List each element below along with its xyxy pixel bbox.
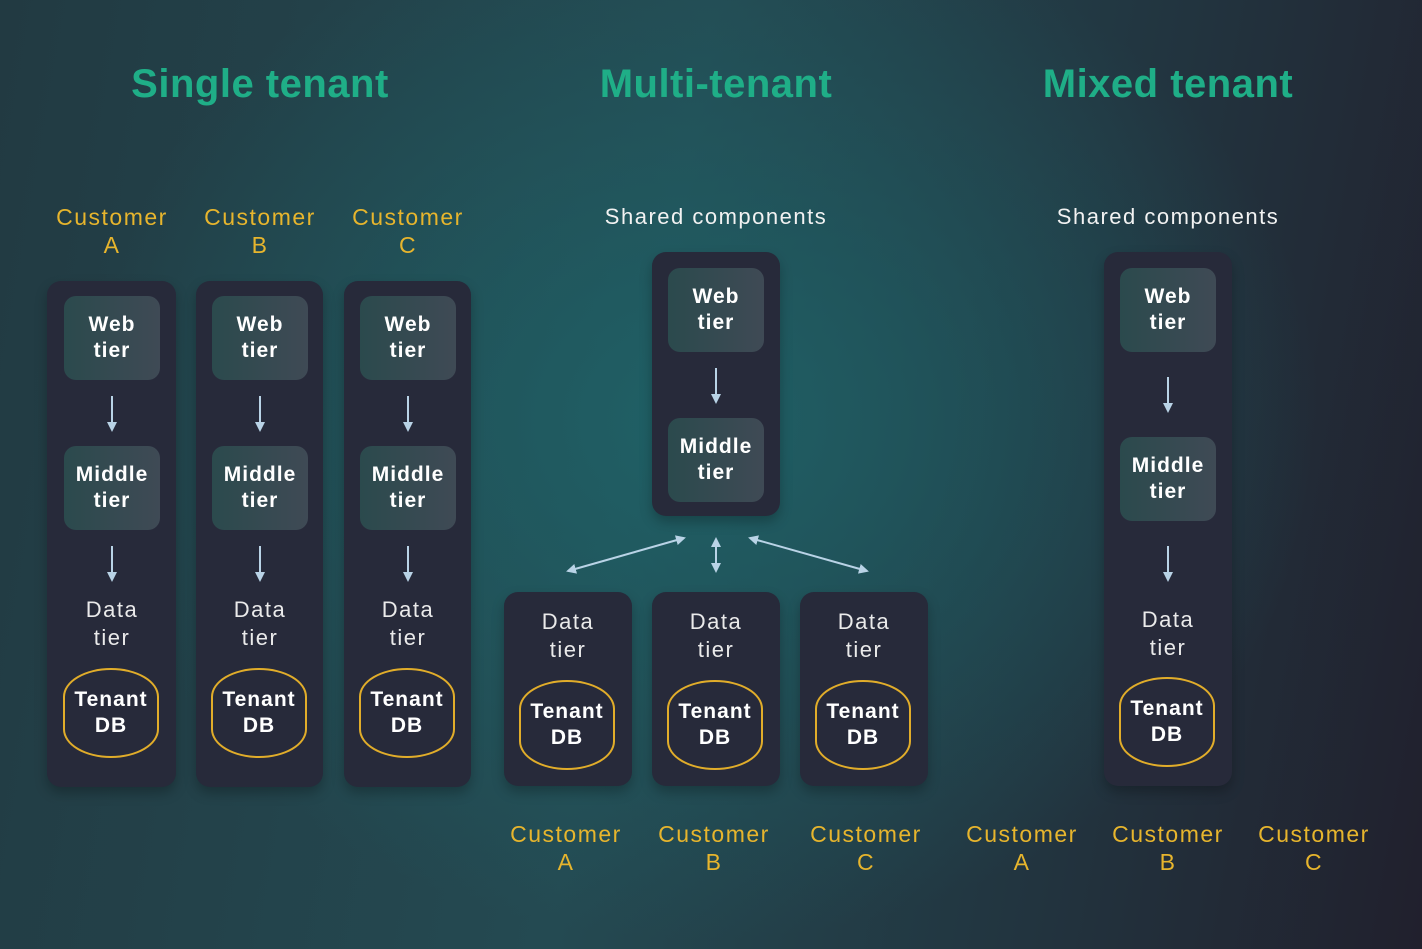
single-tenant-title: Single tenant (131, 62, 389, 106)
shared-components-label: Shared components (1056, 204, 1280, 229)
mixed-tenant-title: Mixed tenant (1042, 62, 1294, 106)
bidirectional-arrow-icon (566, 535, 686, 574)
multi-tenant-title: Multi-tenant (599, 62, 833, 106)
bidirectional-arrow-icon (748, 535, 869, 574)
shared-components-label: Shared components (604, 204, 828, 229)
